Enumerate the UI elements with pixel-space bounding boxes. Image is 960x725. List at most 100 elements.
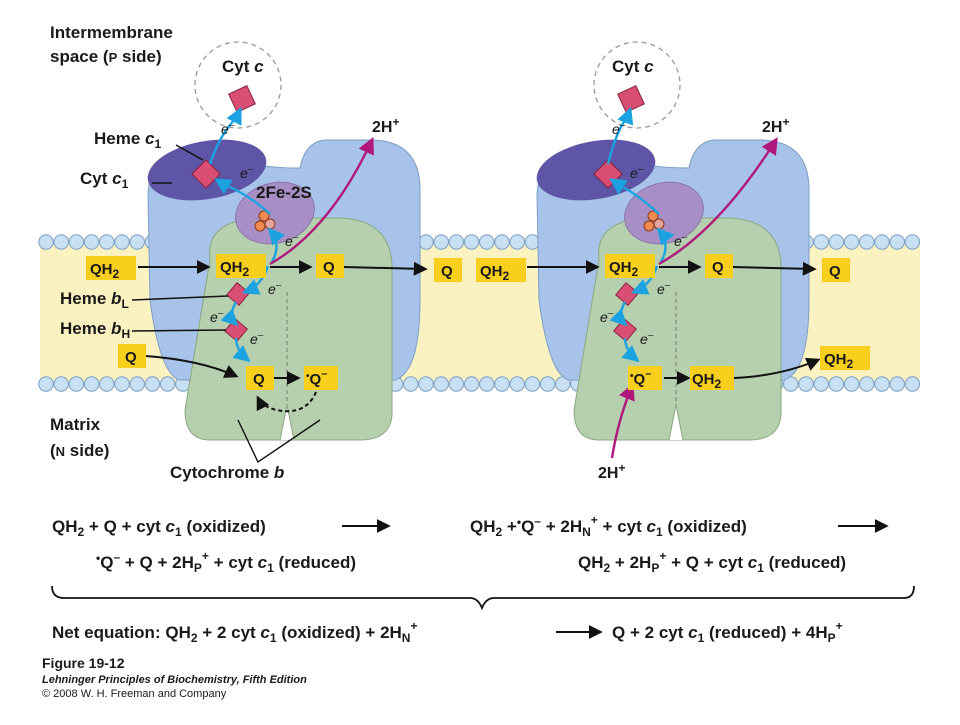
lipid-head [159, 376, 176, 392]
lipid-head [904, 376, 921, 392]
net-equation: Net equation: QH2 + 2 cyt c1 (oxidized) … [52, 619, 417, 645]
copyright: © 2008 W. H. Freeman and Company [42, 688, 227, 700]
fes-cluster-right [643, 210, 665, 232]
label-intermembrane: Intermembrane [50, 23, 173, 42]
lipid-head [38, 234, 54, 250]
cyt-c-pool-left [194, 41, 282, 129]
lipid-head [433, 234, 449, 250]
svg-text:QH2: QH2 [824, 351, 854, 371]
lipid-head [889, 234, 905, 250]
svg-text:QH2: QH2 [480, 263, 510, 283]
lipid-head [889, 376, 905, 392]
label-cyt-c-right: Cyt c [612, 57, 654, 76]
lipid-head [463, 376, 480, 392]
svg-text:QH2: QH2 [692, 371, 722, 391]
e-label: e– [221, 120, 235, 137]
q-flow-arrows-left [138, 260, 428, 385]
q-box: Q [246, 366, 274, 390]
equation-bracket [51, 585, 915, 611]
q-box: Q [434, 258, 462, 282]
svg-text:QH2: QH2 [220, 259, 250, 279]
lipid-head [813, 376, 829, 392]
figure-number: Figure 19-12 [42, 655, 125, 671]
svg-text:•Q–: •Q– [630, 368, 651, 388]
e-label: e– [674, 232, 688, 249]
electron-paths-left [208, 106, 286, 363]
equation-left-line2: •Q– + Q + 2HP+ + cyt c1 (reduced) [96, 549, 356, 575]
label-heme-bL: Heme bL [60, 289, 129, 311]
svg-text:Q: Q [829, 263, 841, 280]
lipid-head [83, 234, 100, 250]
e-label: e– [250, 330, 264, 347]
e-label: e– [285, 232, 299, 249]
lipid-head [859, 234, 875, 250]
lipid-head [129, 376, 145, 392]
lipid-head [463, 234, 480, 250]
qh2-box: QH2 [605, 254, 655, 279]
q-box: Q [705, 254, 733, 278]
lipid-head [843, 376, 860, 392]
lipid-head [494, 376, 510, 392]
lipid-head [843, 234, 860, 250]
qh2-box: QH2 [216, 254, 266, 279]
qh2-box: QH2 [476, 258, 526, 283]
e-label: e– [268, 280, 282, 297]
leader-lines-left [131, 144, 321, 464]
label-cyt-c1: Cyt c1 [80, 169, 129, 191]
lipid-head [433, 376, 449, 392]
complex-left [131, 41, 428, 464]
e-label: e– [210, 308, 224, 325]
label-cytochrome-b: Cytochrome b [170, 463, 284, 482]
lipid-head [904, 234, 921, 250]
e-label: e– [612, 120, 626, 137]
lipid-head [798, 376, 814, 392]
lipid-head [68, 234, 85, 250]
lipid-head [114, 376, 130, 392]
lipid-head [418, 234, 434, 250]
lipid-head [114, 234, 130, 250]
component-labels-left: Cyt c Heme c1 Cyt c1 2Fe-2S Heme bL Heme… [60, 57, 399, 341]
proton-release-arrow-left [269, 136, 374, 266]
heme-c1-left [191, 159, 221, 189]
equations: QH2 + Q + cyt c1 (oxidized) •Q– + Q + 2H… [51, 513, 915, 645]
lipid-head [509, 376, 525, 392]
lipid-head [99, 234, 115, 250]
equation-right-line2: QH2 + 2HP+ + Q + cyt c1 (reduced) [578, 549, 846, 575]
lipid-head [99, 376, 115, 392]
svg-text:Q: Q [125, 349, 137, 366]
cytochrome-b-left-notch [279, 404, 295, 441]
lipid-head [524, 376, 541, 392]
equation-right-line1: QH2 +•Q– + 2HN+ + cyt c1 (oxidized) [470, 513, 747, 539]
q-box: Q [316, 254, 344, 278]
svg-text:•Q–: •Q– [306, 368, 327, 388]
lipid-head [418, 376, 434, 392]
e-label: e– [240, 164, 254, 181]
cytochrome-b-right-notch [668, 404, 684, 441]
lipid-head [83, 376, 100, 392]
proton-release-arrow-right [658, 137, 778, 266]
fes-cluster-left [254, 210, 276, 232]
lipid-head [509, 234, 525, 250]
lipid-head [874, 234, 890, 250]
label-2h-release-right: 2H+ [762, 115, 789, 136]
label-space-p-side: space (P side) [50, 47, 162, 66]
label-2h-release-left: 2H+ [372, 115, 399, 136]
lipid-head [813, 234, 829, 250]
label-heme-c1: Heme c1 [94, 129, 162, 151]
figure-caption: Figure 19-12 Lehninger Principles of Bio… [42, 655, 307, 700]
svg-text:QH2: QH2 [609, 259, 639, 279]
label-cyt-c-left: Cyt c [222, 57, 264, 76]
lipid-head [448, 234, 465, 250]
region-labels: Intermembrane space (P side) Matrix (N s… [50, 23, 284, 482]
proton-uptake-arrow-right [610, 382, 635, 459]
svg-text:Q: Q [253, 371, 265, 388]
equation-left-line1: QH2 + Q + cyt c1 (oxidized) [52, 517, 266, 539]
label-n-side: (N side) [50, 441, 109, 460]
e-label: e– [600, 308, 614, 325]
component-labels-right: Cyt c 2H+ 2H+ [598, 57, 789, 482]
e-label: e– [657, 280, 671, 297]
e-label: e– [640, 330, 654, 347]
complex-right [527, 41, 821, 459]
lipid-head [53, 376, 69, 392]
